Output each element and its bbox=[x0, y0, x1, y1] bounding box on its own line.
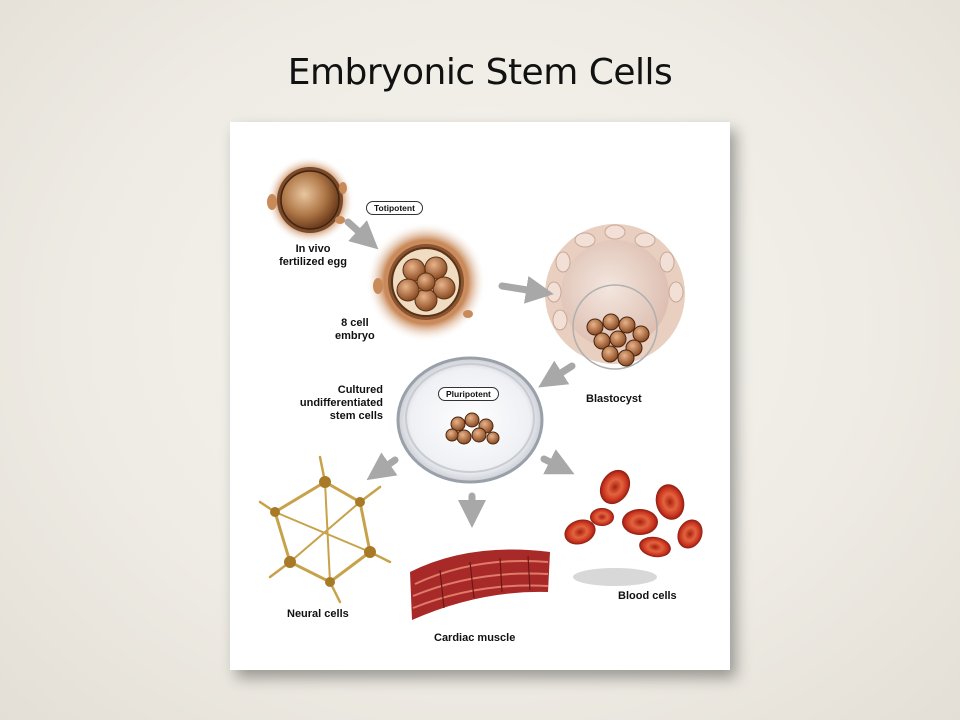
fertilized-egg-label-line1: In vivo bbox=[295, 243, 331, 255]
fertilized-egg-label-line2: fertilized egg bbox=[279, 256, 347, 268]
blastocyst-label: Blastocyst bbox=[586, 393, 642, 405]
arrow-embryo-to-blastocyst bbox=[498, 275, 554, 304]
cultured-label-line2: undifferentiated bbox=[299, 397, 383, 409]
eight-cell-embryo-illustration bbox=[366, 222, 486, 342]
petri-dish-illustration bbox=[396, 356, 544, 484]
embryo-label: 8 cell embryo bbox=[335, 317, 375, 343]
arrow-dish-to-neural bbox=[366, 452, 399, 481]
blood-cells-label: Blood cells bbox=[618, 590, 677, 602]
cultured-stem-cells-label: Cultured undifferentiated stem cells bbox=[293, 384, 383, 423]
arrow-dish-to-blood bbox=[540, 449, 575, 475]
slide-title: Embryonic Stem Cells bbox=[287, 52, 673, 93]
blastocyst-illustration bbox=[545, 224, 685, 370]
cultured-label-line1: Cultured bbox=[337, 384, 383, 396]
totipotent-tag: Totipotent bbox=[366, 201, 423, 215]
fertilized-egg-illustration bbox=[266, 156, 354, 244]
diagram-panel: Totipotent Pluripotent In vivo fertilize… bbox=[230, 122, 730, 670]
neural-cells-label: Neural cells bbox=[287, 608, 349, 620]
arrow-blastocyst-to-dish bbox=[538, 360, 576, 388]
cardiac-muscle-illustration bbox=[410, 549, 550, 620]
embryo-label-line1: 8 cell bbox=[341, 317, 369, 329]
fertilized-egg-label: In vivo fertilized egg bbox=[273, 243, 353, 269]
cultured-label-line3: stem cells bbox=[329, 410, 383, 422]
stem-cell-diagram bbox=[258, 156, 703, 620]
neural-cells-illustration bbox=[258, 455, 392, 604]
embryo-label-line2: embryo bbox=[335, 330, 375, 342]
pluripotent-tag: Pluripotent bbox=[438, 387, 499, 401]
blood-cells-illustration bbox=[564, 469, 703, 586]
arrow-egg-to-embryo bbox=[344, 218, 379, 250]
cardiac-muscle-label: Cardiac muscle bbox=[434, 632, 516, 644]
